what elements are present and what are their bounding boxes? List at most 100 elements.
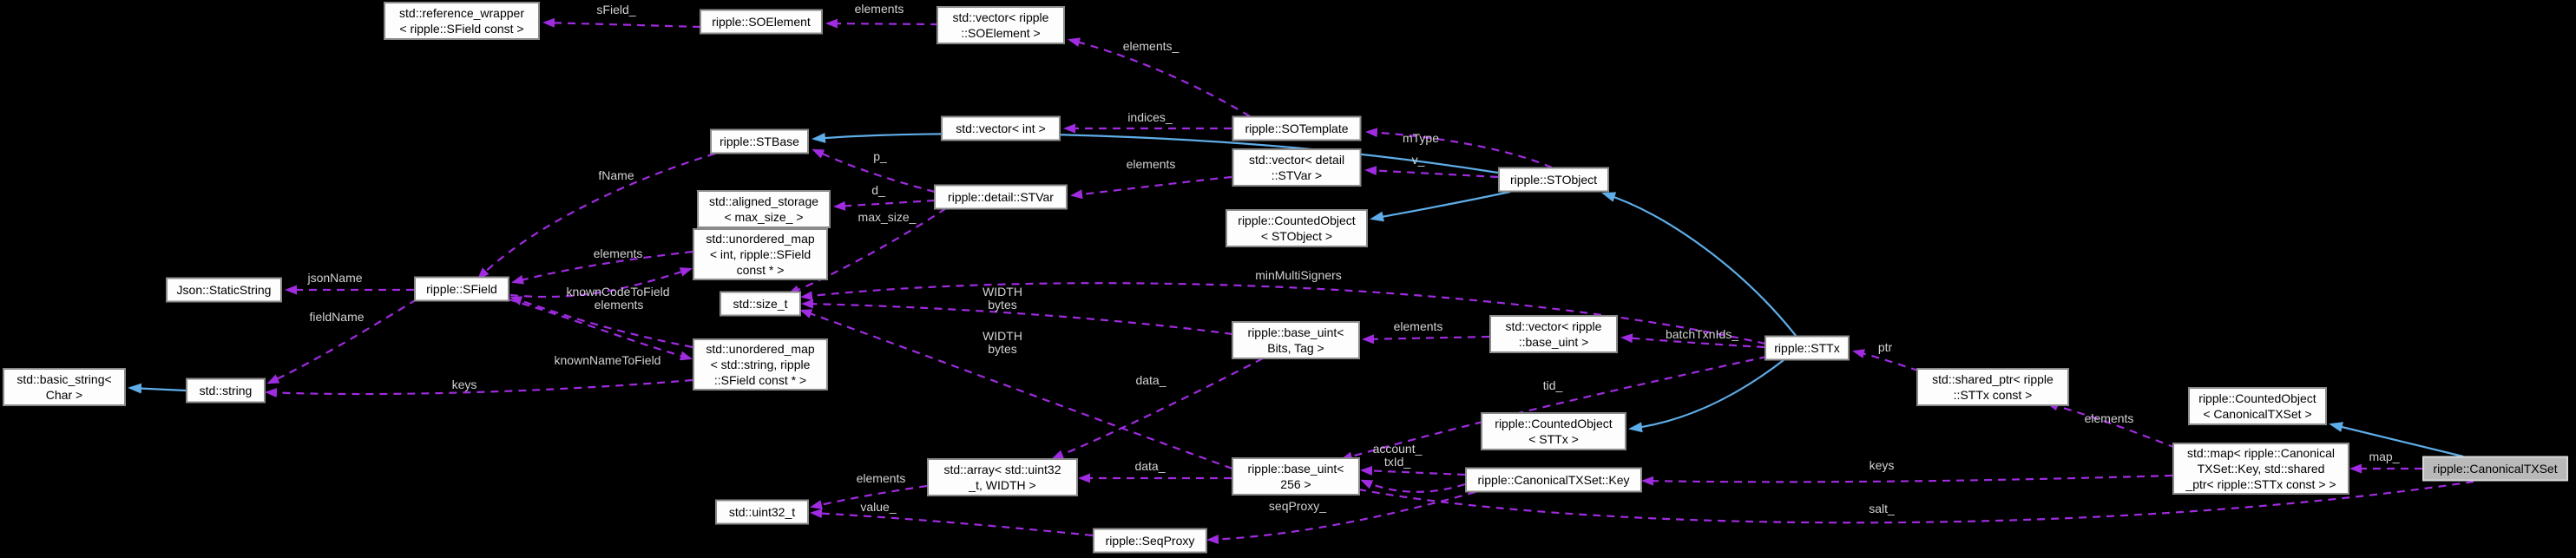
- node-base_uint_bits[interactable]: ripple::base_uint<Bits, Tag >: [1232, 321, 1360, 359]
- node-box-base_uint_bits[interactable]: [1232, 321, 1360, 359]
- node-stbase[interactable]: ripple::STBase: [710, 128, 809, 154]
- node-counted_stobj[interactable]: ripple::CountedObject< STObject >: [1226, 209, 1368, 247]
- node-box-vec_int[interactable]: [941, 115, 1061, 141]
- node-box-vec_base_uint[interactable]: [1489, 315, 1618, 353]
- node-umap_string[interactable]: std::unordered_map< std::string, ripple:…: [693, 338, 828, 391]
- node-key[interactable]: ripple::CanonicalTXSet::Key: [1465, 467, 1642, 493]
- edge-label-knownNameToField: knownNameToField: [555, 353, 661, 367]
- node-label-seqproxy: ripple::SeqProxy: [1106, 534, 1195, 548]
- node-sttx[interactable]: ripple::STTx: [1764, 335, 1850, 361]
- node-json_ss[interactable]: Json::StaticString: [166, 277, 282, 303]
- node-box-refwrap[interactable]: [384, 2, 540, 40]
- node-uint32[interactable]: std::uint32_t: [715, 499, 809, 525]
- edge-label-elements: elements: [2085, 411, 2134, 425]
- node-box-seqproxy[interactable]: [1093, 528, 1207, 554]
- usage-edge-keys: [1641, 474, 2173, 486]
- node-label-vec_stvar: std::vector< detail::STVar >: [1249, 153, 1344, 182]
- usage-edge-max_size_: [787, 207, 947, 295]
- node-stvar[interactable]: ripple::detail::STVar: [934, 184, 1068, 210]
- node-sizet[interactable]: std::size_t: [720, 291, 801, 317]
- usage-edge-elements: [825, 18, 939, 29]
- inheritance-edge: [128, 383, 187, 394]
- node-box-basic_string[interactable]: [3, 368, 126, 406]
- node-box-aligned[interactable]: [697, 190, 831, 228]
- inheritance-edge: [2329, 422, 2464, 458]
- node-basic_string[interactable]: std::basic_string<Char >: [3, 368, 126, 406]
- usage-edge-fieldName: [266, 299, 417, 384]
- edge-label-salt_: salt_: [1869, 502, 1895, 515]
- node-soelement[interactable]: ripple::SOElement: [700, 9, 823, 35]
- node-box-json_ss[interactable]: [166, 277, 282, 303]
- node-box-umap_string[interactable]: [693, 338, 828, 391]
- node-box-shared_ptr[interactable]: [1916, 368, 2069, 406]
- node-vec_soelement[interactable]: std::vector< ripple::SOElement >: [936, 6, 1065, 44]
- node-sfield[interactable]: ripple::SField: [414, 276, 509, 302]
- node-box-stdmap[interactable]: [2172, 443, 2349, 495]
- node-array[interactable]: std::array< std::uint32_t, WIDTH >: [927, 458, 1078, 496]
- usage-edge-elements: [2046, 401, 2177, 450]
- node-box-counted_sttx[interactable]: [1481, 412, 1626, 450]
- edge-label-jsonName: jsonName: [306, 271, 362, 285]
- usage-edge-minMultiSigners: [800, 282, 1766, 345]
- node-box-stvar[interactable]: [934, 184, 1068, 210]
- edge-label-sField_: sField_: [596, 3, 635, 16]
- node-box-key[interactable]: [1465, 467, 1642, 493]
- edge-label-data_: data_: [1135, 373, 1166, 387]
- node-box-vec_soelement[interactable]: [936, 6, 1065, 44]
- edge-label-elements: elements: [595, 298, 644, 312]
- node-box-vec_stvar[interactable]: [1232, 148, 1362, 187]
- edge-label-elements: elements: [855, 2, 904, 16]
- node-counted_ctxs[interactable]: ripple::CountedObject< CanonicalTXSet >: [2188, 387, 2327, 425]
- node-label-vec_base_uint: std::vector< ripple::base_uint >: [1506, 319, 1602, 349]
- node-label-canonical: ripple::CanonicalTXSet: [2433, 462, 2557, 476]
- node-label-vec_int: std::vector< int >: [956, 121, 1046, 135]
- node-base_uint_256[interactable]: ripple::base_uint<256 >: [1232, 457, 1360, 496]
- edge-label-batchTxnIds_: batchTxnIds_: [1666, 327, 1738, 341]
- usage-edge-knownNameToField: [508, 298, 693, 361]
- node-refwrap[interactable]: std::reference_wrapper< ripple::SField c…: [384, 2, 540, 40]
- edge-label-value_: value_: [860, 500, 896, 514]
- node-box-counted_stobj[interactable]: [1226, 209, 1368, 247]
- node-box-array[interactable]: [927, 458, 1078, 496]
- node-stdstring[interactable]: std::string: [186, 377, 266, 404]
- node-seqproxy[interactable]: ripple::SeqProxy: [1093, 528, 1207, 554]
- node-box-soelement[interactable]: [700, 9, 823, 35]
- node-box-sotemplate[interactable]: [1232, 115, 1362, 141]
- node-box-counted_ctxs[interactable]: [2188, 387, 2327, 425]
- node-box-stdstring[interactable]: [186, 377, 266, 404]
- node-box-sfield[interactable]: [414, 276, 509, 302]
- node-sotemplate[interactable]: ripple::SOTemplate: [1232, 115, 1362, 141]
- usage-edge-mType: [1365, 128, 1553, 169]
- edge-label-elements: elements: [594, 246, 643, 260]
- node-counted_sttx[interactable]: ripple::CountedObject< STTx >: [1481, 412, 1626, 450]
- usage-edge-p_: [812, 148, 936, 194]
- node-box-umap_int[interactable]: [693, 228, 828, 280]
- node-label-base_uint_bits: ripple::base_uint<Bits, Tag >: [1248, 325, 1344, 355]
- node-box-sttx[interactable]: [1764, 335, 1850, 361]
- edge-label-knownCodeToField: knownCodeToField: [566, 285, 669, 299]
- node-label-aligned: std::aligned_storage< max_size_ >: [709, 194, 818, 224]
- node-label-base_uint_256: ripple::base_uint<256 >: [1248, 462, 1344, 491]
- node-stobject[interactable]: ripple::STObject: [1498, 167, 1609, 193]
- node-box-uint32[interactable]: [715, 499, 809, 525]
- edge-label-elements_: elements_: [1123, 39, 1180, 53]
- edge-label-minMultiSigners: minMultiSigners: [1255, 268, 1342, 282]
- node-shared_ptr[interactable]: std::shared_ptr< ripple::STTx const >: [1916, 368, 2069, 406]
- edge-label-v_: v_: [1412, 153, 1425, 167]
- usage-edge-elements_: [1068, 37, 1251, 117]
- node-canonical[interactable]: ripple::CanonicalTXSet: [2422, 456, 2568, 482]
- node-box-canonical[interactable]: [2422, 456, 2568, 482]
- node-box-sizet[interactable]: [720, 291, 801, 317]
- node-box-base_uint_256[interactable]: [1232, 457, 1360, 496]
- node-box-stobject[interactable]: [1498, 167, 1609, 193]
- node-aligned[interactable]: std::aligned_storage< max_size_ >: [697, 190, 831, 228]
- usage-edge-data_: [1051, 358, 1264, 460]
- node-vec_int[interactable]: std::vector< int >: [941, 115, 1061, 141]
- node-vec_stvar[interactable]: std::vector< detail::STVar >: [1232, 148, 1362, 187]
- usage-edge-txId_: [1360, 479, 1466, 493]
- node-vec_base_uint[interactable]: std::vector< ripple::base_uint >: [1489, 315, 1618, 353]
- node-box-stbase[interactable]: [710, 128, 809, 154]
- edge-label-fName: fName: [598, 168, 634, 182]
